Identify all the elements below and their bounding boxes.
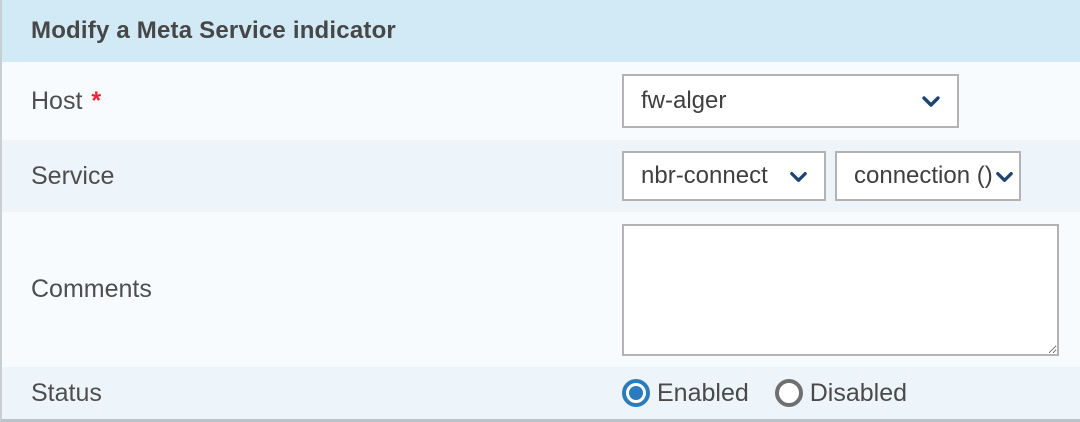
- host-row: Host * fw-alger: [2, 62, 1080, 140]
- host-select[interactable]: fw-alger: [622, 74, 959, 128]
- status-option-disabled[interactable]: Disabled: [774, 378, 908, 408]
- radio-dot: [629, 386, 643, 400]
- service-select[interactable]: nbr-connect: [622, 151, 826, 201]
- metric-select[interactable]: connection (): [835, 151, 1021, 201]
- radio-selected-icon[interactable]: [622, 379, 650, 407]
- metric-select-value: connection (): [854, 162, 993, 189]
- comments-row: Comments: [2, 212, 1080, 367]
- status-label: Status: [31, 378, 102, 407]
- status-row: Status Enabled Disabled: [2, 367, 1080, 419]
- chevron-down-icon: [993, 165, 1016, 188]
- service-control-cell: nbr-connect connection (): [622, 151, 1080, 201]
- status-enabled-label: Enabled: [657, 378, 749, 407]
- host-control-cell: fw-alger: [622, 74, 1080, 128]
- service-select-value: nbr-connect: [641, 162, 768, 189]
- host-select-value: fw-alger: [641, 87, 727, 114]
- host-label: Host: [31, 86, 83, 115]
- chevron-down-icon: [787, 165, 810, 188]
- status-label-cell: Status: [2, 379, 622, 408]
- status-control-cell: Enabled Disabled: [622, 379, 1080, 408]
- service-row: Service nbr-connect connection (): [2, 140, 1080, 212]
- comments-control-cell: [622, 223, 1080, 356]
- host-label-cell: Host *: [2, 87, 622, 116]
- form-header: Modify a Meta Service indicator: [2, 0, 1080, 62]
- radio-unselected-icon[interactable]: [774, 379, 803, 407]
- status-radio-group: Enabled Disabled: [622, 379, 907, 408]
- service-label: Service: [31, 161, 115, 190]
- status-disabled-label: Disabled: [809, 378, 908, 407]
- host-required-marker: *: [91, 86, 102, 115]
- chevron-down-icon: [919, 89, 943, 113]
- comments-label-cell: Comments: [2, 275, 622, 304]
- service-label-cell: Service: [2, 162, 622, 191]
- page-title: Modify a Meta Service indicator: [31, 17, 396, 44]
- status-option-enabled[interactable]: Enabled: [622, 379, 749, 408]
- comments-textarea[interactable]: [622, 223, 1059, 356]
- comments-label: Comments: [31, 275, 152, 303]
